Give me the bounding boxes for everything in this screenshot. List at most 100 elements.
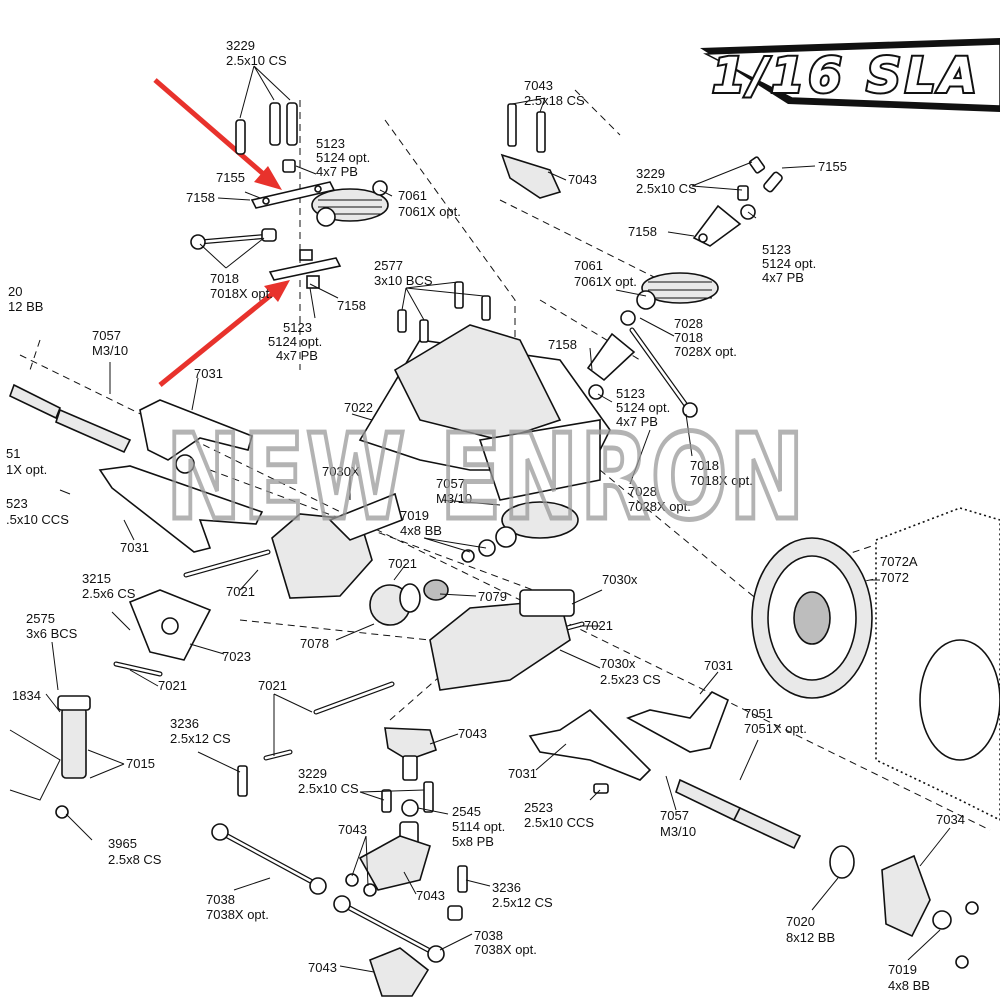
part-label: 7021 <box>584 618 613 633</box>
tie-rod-7038-right <box>333 895 445 963</box>
hub-7034 <box>881 854 979 969</box>
servo-saver-7043 <box>345 835 431 897</box>
rear-screws-3229 <box>737 156 783 220</box>
screw-2523-rear <box>593 783 609 794</box>
pinion-7079 <box>423 579 449 601</box>
part-label: 7023 <box>222 649 251 664</box>
part-label: 523.5x10 CCS <box>6 496 69 527</box>
shock-7061-front <box>311 180 389 227</box>
part-label: 7155 <box>216 170 245 185</box>
link-rod-7018-rear <box>629 327 698 418</box>
part-label: 7158 <box>548 337 577 352</box>
part-label: 7021 <box>258 678 287 693</box>
driveshaft-left <box>9 383 132 454</box>
logo-text: 1/16 SLA <box>712 48 981 104</box>
wheel-7072 <box>751 537 873 699</box>
part-label: 7031 <box>508 766 537 781</box>
tie-rod-7038-left <box>211 823 327 895</box>
part-label: 7022 <box>344 400 373 415</box>
driveshaft-7051 <box>675 778 855 879</box>
gearbox-7030x-rear <box>429 589 575 691</box>
leader-lines <box>45 65 951 973</box>
part-label: 7034 <box>936 812 965 827</box>
part-label: 7031 <box>704 658 733 673</box>
part-label: 7155 <box>818 159 847 174</box>
tire <box>875 507 1000 821</box>
link-plate-7158-rear-lower <box>586 310 636 400</box>
plate-7023 <box>128 589 212 661</box>
part-label: 7043 <box>308 960 337 975</box>
part-label: 7015 <box>126 756 155 771</box>
part-label: 7021 <box>226 584 255 599</box>
link-rod-7018-front <box>190 228 277 250</box>
part-label: 7043 <box>568 172 597 187</box>
part-label: 7043 <box>338 822 367 837</box>
steering-7015 <box>9 695 91 801</box>
chassis-7022 <box>358 281 611 501</box>
part-label: 7030x <box>602 572 638 587</box>
part-label: 1834 <box>12 688 41 703</box>
part-label: 7079 <box>478 589 507 604</box>
servo-7043-upper <box>384 727 437 781</box>
arm-7031-rear-upper <box>626 691 730 753</box>
part-label: 7021 <box>388 556 417 571</box>
arm-7031-rear-lower <box>528 708 652 781</box>
part-label: 7078 <box>300 636 329 651</box>
part-label: 7031 <box>194 366 223 381</box>
red-arrow-bottom <box>158 280 290 387</box>
logo: 1/16 SLA <box>700 38 1000 112</box>
top-7043-bracket <box>500 103 562 199</box>
red-arrow-top <box>153 78 282 190</box>
part-label: 7158 <box>337 298 366 313</box>
arm-7031-upper <box>139 399 253 474</box>
part-label: 7043 <box>458 726 487 741</box>
screw-3236-center <box>447 865 468 921</box>
part-label: 7043 <box>416 888 445 903</box>
front-screws-3229 <box>235 102 298 173</box>
shock-7061-rear <box>636 272 719 310</box>
part-label: 7158 <box>628 224 657 239</box>
watermark: NEW ENRON <box>166 408 806 546</box>
screw-3236-left <box>237 765 248 797</box>
gearbox-7030X <box>271 492 403 599</box>
part-label: 7021 <box>158 678 187 693</box>
part-label: 7158 <box>186 190 215 205</box>
screw-3965 <box>55 805 69 819</box>
diff-7078 <box>369 583 421 626</box>
link-plate-7158-rear-upper <box>692 204 742 247</box>
link-plate-7158-lower <box>268 249 342 289</box>
